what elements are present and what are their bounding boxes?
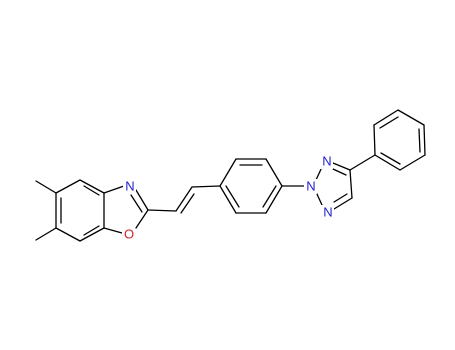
- benzoxazole-nitrogen-label: N: [125, 179, 134, 194]
- phenylene-bond-1: [219, 158, 237, 187]
- triazole-bond-n1-c4: [332, 162, 351, 171]
- vinyl-bond-2-double: [180, 193, 195, 214]
- phenyl-bond-3: [397, 109, 425, 126]
- triazole-bond-c5-n3: [333, 197, 353, 210]
- triazole-bond-c5-n3-double: [333, 193, 348, 203]
- phenyl-inner-2: [418, 128, 421, 153]
- triazole-bond-n1-c4-double: [332, 168, 347, 176]
- phenyl-bond-2: [373, 109, 399, 126]
- benzo-bond-5: [55, 227, 81, 242]
- oxazole-bond-n-c2: [135, 189, 149, 211]
- benzoxazole-oxygen: O: [122, 227, 135, 242]
- phenyl-bond-6: [374, 154, 401, 171]
- triazole-nitrogen-1: N: [320, 154, 333, 169]
- triazole-bond-n2-n3: [315, 191, 323, 206]
- phenyl-bond-4: [423, 124, 426, 156]
- phenylene-bond-6: [219, 185, 237, 214]
- vinyl-bond-1: [147, 209, 177, 212]
- bond-lines: [35, 109, 426, 242]
- triazole-nitrogen-3: N: [321, 205, 334, 220]
- oxazole-bond-o-c: [103, 227, 123, 234]
- benzo-bond-2: [79, 179, 105, 194]
- triazole-nitrogen-1-label: N: [322, 154, 331, 169]
- benzo-bond-1: [55, 179, 81, 194]
- triazole-nitrogen-2: N: [304, 179, 317, 194]
- vinyl-bond-3: [191, 185, 221, 188]
- phenyl-bond-5: [399, 154, 426, 171]
- benzo-inner-3: [83, 225, 100, 236]
- phenylene-bond-4: [265, 185, 283, 214]
- triazole-bond-n2-n1: [315, 166, 323, 181]
- triazole-bond-c4-c5: [349, 169, 353, 199]
- oxazole-bond-n-c2-double: [130, 194, 143, 213]
- benzoxazole-nitrogen: N: [123, 179, 136, 194]
- phenyl-bond-1: [373, 124, 376, 156]
- phenyl-inner-1: [379, 116, 399, 129]
- methyl-bond-upper: [35, 180, 57, 194]
- benzo-inner-2: [83, 185, 100, 196]
- triazole-nitrogen-3-label: N: [323, 205, 332, 220]
- phenyl-inner-3: [380, 152, 401, 165]
- oxazole-bond-c-n: [103, 185, 125, 194]
- phenylene-inner-3: [225, 185, 240, 208]
- oxazole-bond-c2-o: [135, 209, 149, 229]
- benzo-bond-4: [79, 227, 105, 242]
- vinyl-bond-2: [175, 186, 193, 212]
- phenylene-inner-2: [262, 185, 277, 208]
- benzoxazole-oxygen-label: O: [124, 227, 134, 242]
- phenylene-bond-3: [265, 158, 283, 187]
- methyl-bond-lower: [35, 227, 57, 241]
- triazole-nitrogen-2-label: N: [306, 179, 315, 194]
- triazole-phenyl-bond: [349, 154, 376, 171]
